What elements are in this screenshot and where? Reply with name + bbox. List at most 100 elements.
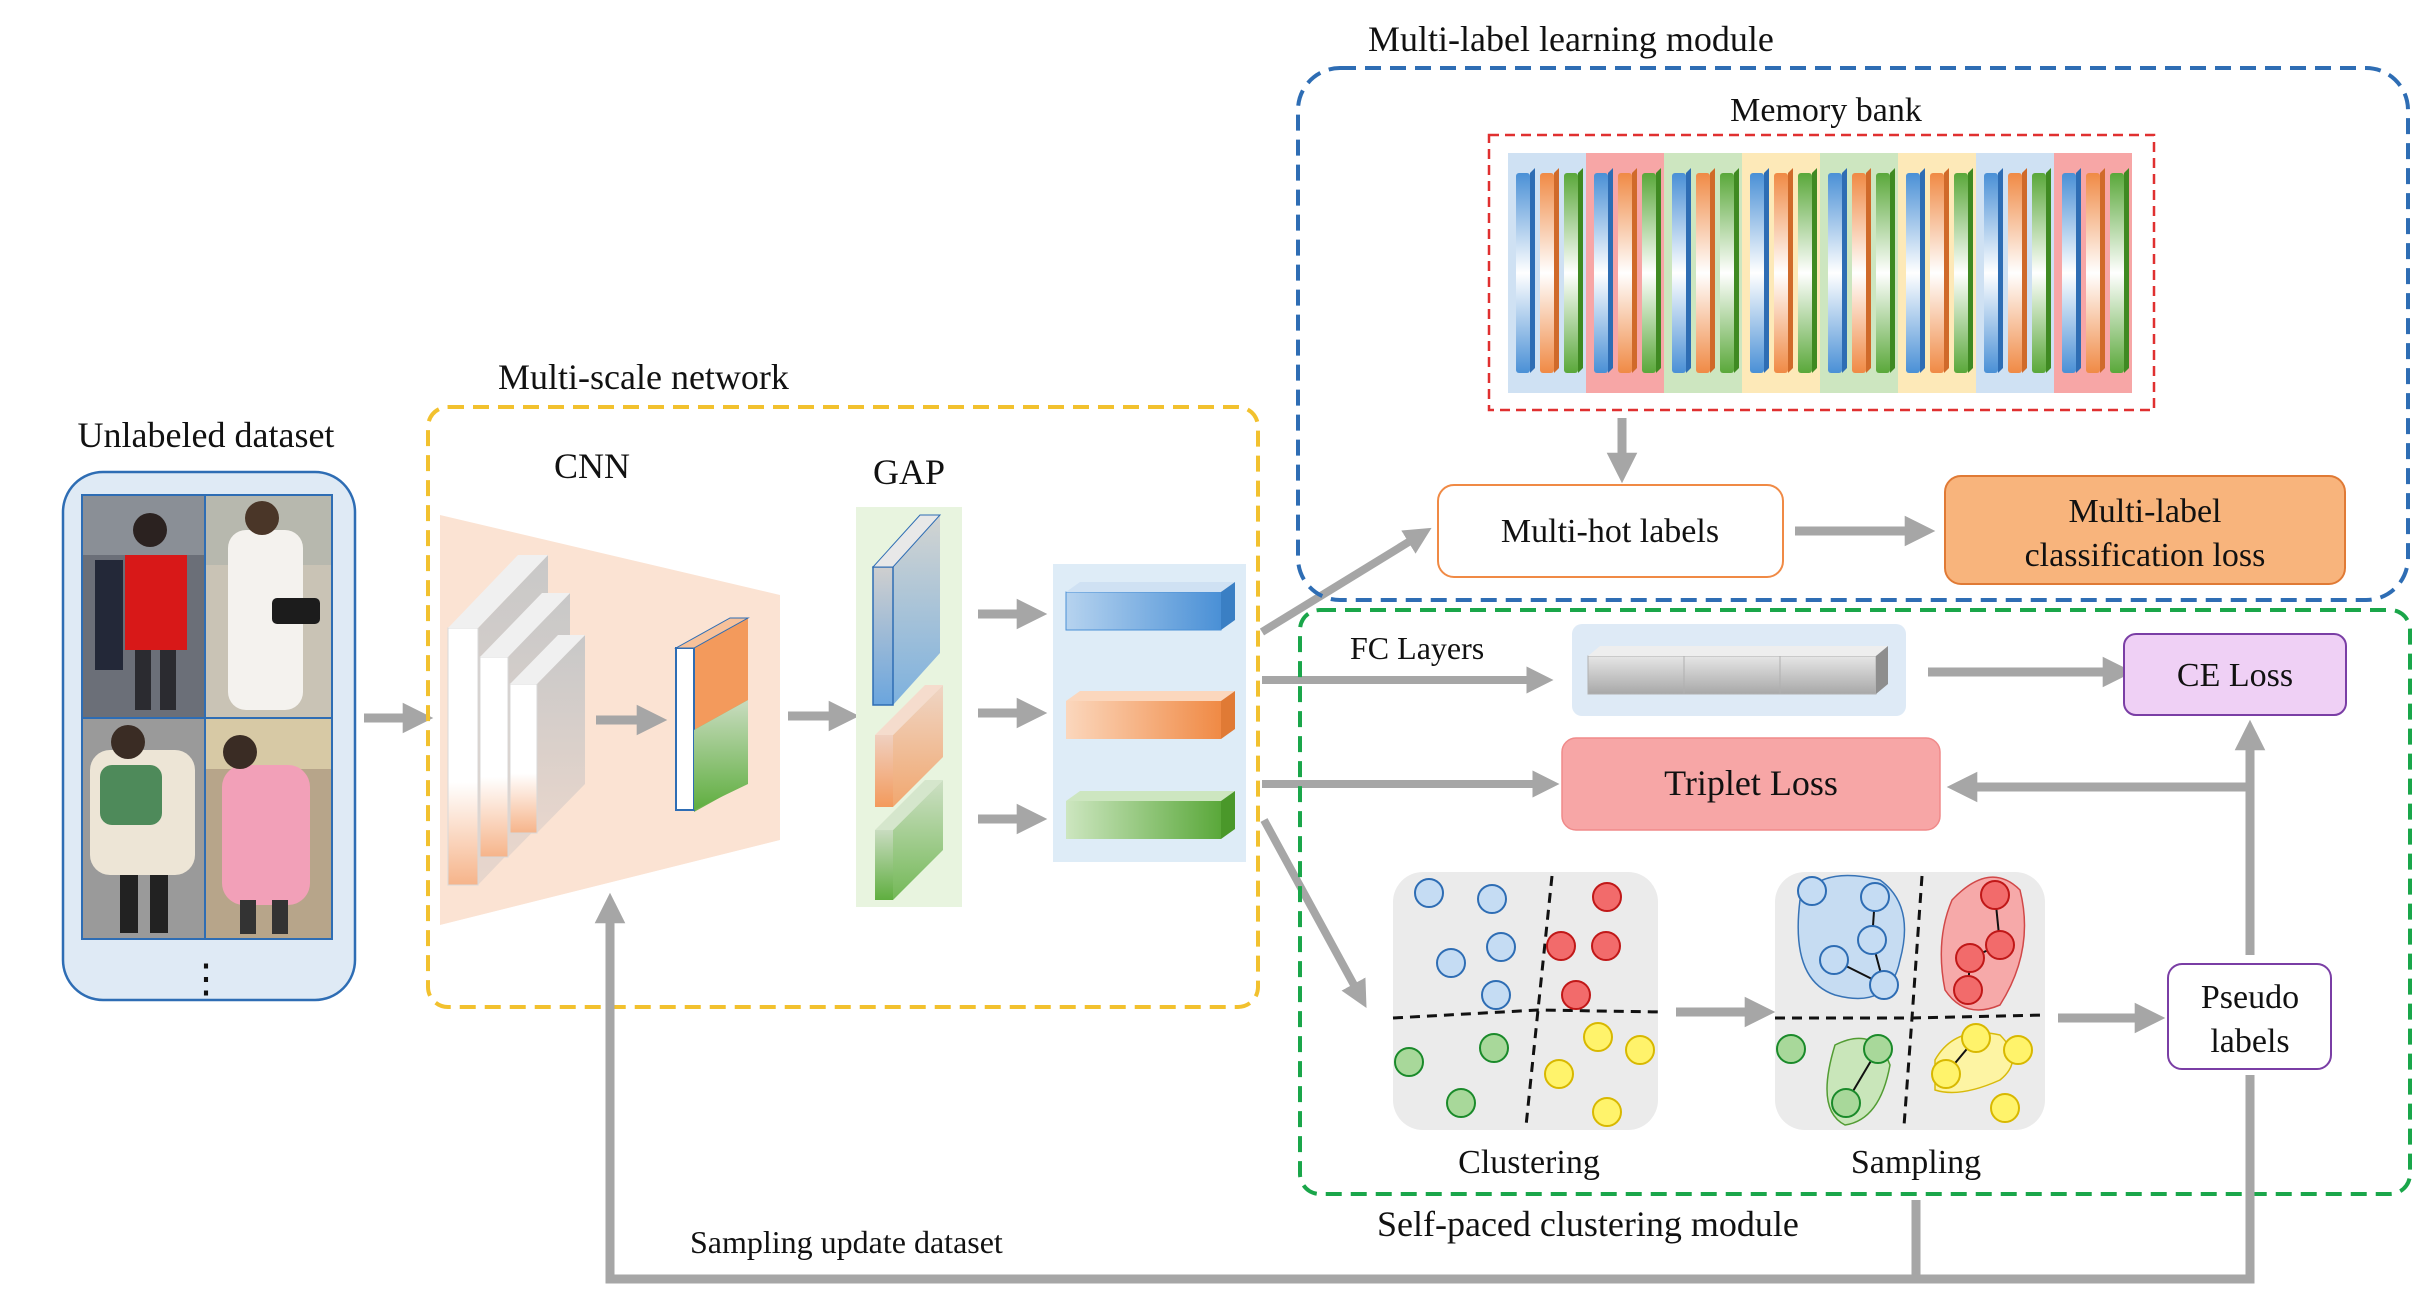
self-paced-module-title: Self-paced clustering module [1377,1204,1799,1244]
multi-hot-labels-text: Multi-hot labels [1501,513,1719,550]
memory-bank-feature [2008,173,2022,373]
sampling-blue-nodes [1797,876,1899,1000]
cluster-blue-nodes [1414,878,1516,1010]
memory-bank-feature-side [1632,168,1637,373]
cnn-feature-maps [447,555,585,886]
memory-bank-feature-side [1920,168,1925,373]
multi-label-loss-line1: Multi-label [2069,493,2222,530]
memory-bank-feature [2110,173,2124,373]
multi-scale-network-box [426,405,1260,1009]
multi-label-module: Multi-label learning module Memory bank … [1296,19,2410,602]
pseudo-labels-line2: labels [2210,1023,2289,1060]
memory-bank-feature [1828,173,1842,373]
memory-bank-feature [1750,173,1764,373]
feature-vector-blue [1065,582,1235,631]
pedestrian-photo-1 [82,495,204,717]
dashed-separator [1524,875,1554,1127]
memory-bank-feature-side [1866,168,1871,373]
pedestrian-photo-3 [82,719,204,939]
memory-bank-feature [1954,173,1968,373]
memory-bank-feature [1618,173,1632,373]
memory-bank-feature [1594,173,1608,373]
memory-bank-feature-side [1998,168,2003,373]
clustering-panel [1392,872,1663,1130]
multi-label-loss-line2: classification loss [2025,537,2266,574]
feature-vector-green [1066,791,1235,839]
memory-bank-feature-side [2076,168,2081,373]
memory-bank-feature [1984,173,1998,373]
memory-bank-feature [1930,173,1944,373]
clustering-label: Clustering [1458,1144,1600,1181]
self-paced-module: Self-paced clustering module FC Layers C… [1298,608,2412,1244]
gap-vector-blue [871,514,942,706]
sampling-update-label: Sampling update dataset [690,1224,1003,1260]
memory-bank-feature [2062,173,2076,373]
memory-bank-feature-side [1788,168,1793,373]
memory-bank-box [1487,133,2156,412]
memory-bank-feature [1876,173,1890,373]
multi-hot-labels-box [1437,484,1784,578]
memory-bank-feature [1642,173,1656,373]
memory-bank-feature-side [1734,168,1739,373]
memory-bank-feature [1774,173,1788,373]
ce-loss-box [2123,633,2347,716]
memory-bank-feature [1906,173,1920,373]
memory-bank-feature-side [1968,168,1973,373]
memory-bank-feature [1852,173,1866,373]
arrow-to-multi-hot [1259,527,1432,636]
memory-bank-feature [1540,173,1554,373]
multi-scale-network-title: Multi-scale network [498,357,789,397]
unlabeled-dataset-title: Unlabeled dataset [78,415,335,455]
sampling-red-nodes [1953,880,2015,1005]
memory-bank-feature [1672,173,1686,373]
cluster-green-nodes [1394,1033,1509,1118]
triplet-loss-box [1561,737,1941,831]
memory-bank-feature [1720,173,1734,373]
sampling-green-nodes [1776,1034,1893,1118]
memory-bank-columns [1508,153,2132,393]
fc-layers-label: FC Layers [1350,630,1484,666]
memory-bank-feature-side [1578,168,1583,373]
memory-bank-feature-side [1656,168,1661,373]
unlabeled-dataset-panel: Unlabeled dataset [61,415,357,1002]
memory-bank-feature-side [1842,168,1847,373]
memory-bank-feature-side [2124,168,2129,373]
memory-bank-feature-side [2022,168,2027,373]
memory-bank-feature-side [1890,168,1895,373]
memory-bank-feature-side [1530,168,1535,373]
multi-label-module-box [1296,66,2410,602]
pseudo-labels-box [2167,963,2332,1070]
pedestrian-photo-4 [206,719,332,939]
multi-label-module-title: Multi-label learning module [1368,19,1774,59]
arrow-to-clustering [1260,818,1367,1008]
memory-bank-feature [1696,173,1710,373]
memory-bank-label: Memory bank [1730,92,1922,129]
feedback-loop: Sampling update dataset [594,892,2255,1284]
memory-bank-feature-side [1764,168,1769,373]
feature-map-icon [674,617,750,812]
feature-vector-orange [1066,691,1235,739]
pseudo-labels-line1: Pseudo [2201,979,2299,1016]
cluster-yellow-nodes [1544,1022,1655,1127]
sampling-panel [1775,872,2046,1130]
cluster-red-nodes [1546,882,1622,1010]
pedestrian-photo-2 [206,495,332,717]
gap-label: GAP [873,452,945,492]
dashed-separator [1392,1008,1663,1020]
memory-bank-feature [1798,173,1812,373]
multi-label-loss-box [1944,475,2346,585]
cnn-label: CNN [554,446,630,486]
memory-bank-feature-side [1944,168,1949,373]
self-paced-module-box [1298,608,2412,1196]
memory-bank-feature [2086,173,2100,373]
sampling-yellow-nodes [1931,1023,2033,1123]
fc-layer-blocks [1587,646,1888,695]
dataset-ellipsis: ⋮ [186,956,226,1001]
sampling-label: Sampling [1851,1144,1981,1181]
memory-bank-feature-side [1608,168,1613,373]
memory-bank-feature-side [2046,168,2051,373]
memory-bank-feature-side [1812,168,1817,373]
gap-vector-orange [875,685,943,807]
memory-bank-feature [1564,173,1578,373]
